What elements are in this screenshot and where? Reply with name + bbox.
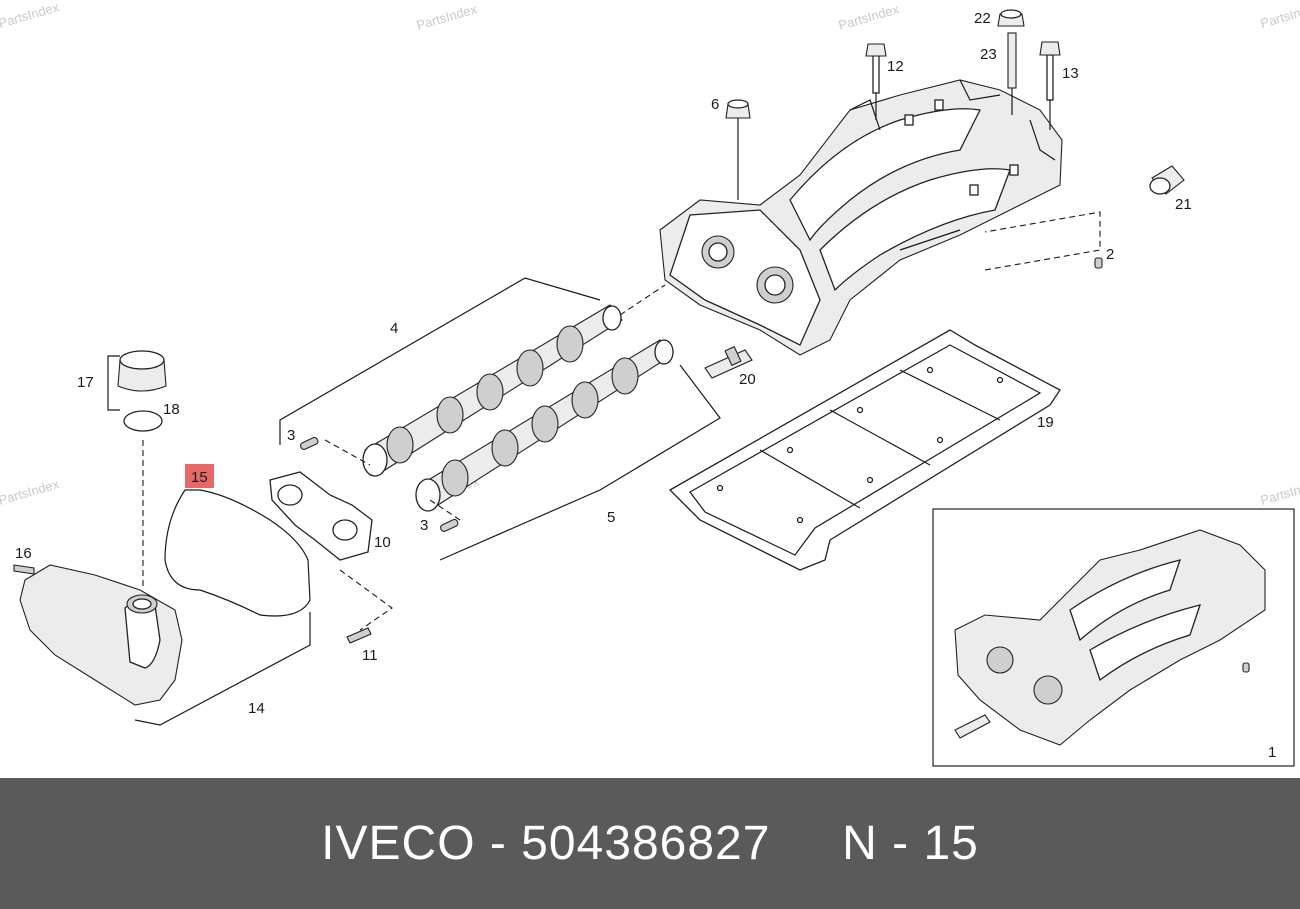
part-3-dowel [440,518,459,532]
callout-23: 23 [980,46,997,63]
callout-10: 10 [374,534,391,551]
callout-4: 4 [390,320,398,337]
part-16-bolt [13,564,35,575]
part-6-cap [725,99,751,200]
leader-line [619,284,666,316]
part-19-gasket [668,329,1061,571]
part-15-gasket [164,489,311,617]
watermark: PartsIndex [1259,0,1300,31]
callout-13: 13 [1062,65,1079,82]
callout-2: 2 [1106,246,1114,263]
leader-line [439,364,721,561]
callout-17: 17 [77,374,94,391]
diagram-drawing: PartsIndex PartsIndex PartsIndex PartsIn… [0,0,1300,767]
callout-21: 21 [1175,196,1192,213]
part-2-plug [1094,257,1103,269]
callout-5: 5 [607,509,615,526]
camshaft-4 [362,304,623,477]
leader-line [339,569,393,631]
leader-line [107,355,120,411]
leader-line [134,612,311,726]
watermark: PartsIndex [837,1,901,33]
callout-19: 19 [1037,414,1054,431]
footer-title: IVECO - 504386827 N - 15 [321,817,979,870]
exploded-parts-diagram: PartsIndex PartsIndex PartsIndex PartsIn… [0,0,1300,767]
watermark: PartsIndex [415,1,479,33]
part-10-gasket [269,471,373,561]
inset-assembly-box [932,508,1295,767]
cylinder-head-cover [659,79,1063,356]
watermark: PartsIndex [0,476,61,508]
part-11-bolt [346,627,372,644]
callout-20: 20 [739,371,756,388]
bolts [865,9,1061,130]
camshaft-5 [415,339,674,512]
callout-6: 6 [711,96,719,113]
callout-1: 1 [1268,744,1276,761]
watermark: PartsIndex [1259,476,1300,508]
callout-3: 3 [420,517,428,534]
callout-16: 16 [15,545,32,562]
leader-line [984,211,1101,271]
watermarks: PartsIndex PartsIndex PartsIndex PartsIn… [0,0,1300,511]
part-3-dowel [300,436,319,450]
callout-12: 12 [887,58,904,75]
watermark: PartsIndex [0,0,61,31]
footer-bar: IVECO - 504386827 N - 15 [0,778,1300,909]
part-20-stud [704,345,753,379]
callout-14: 14 [248,700,265,717]
callout-11: 11 [362,647,378,664]
callout-15-highlight [185,464,214,488]
callout-15: 15 [191,469,208,486]
callout-22: 22 [974,10,991,27]
callout-3: 3 [287,427,295,444]
part-17-cap [117,350,167,392]
callout-18: 18 [163,401,180,418]
leader-line [279,277,601,445]
callout-labels: 1 2 3 3 4 5 6 10 11 12 13 14 16 17 18 19… [15,10,1276,761]
part-21-plug [1149,165,1185,195]
leader-line [429,499,461,521]
part-18-o-ring [123,410,163,432]
leader-line [324,439,371,466]
part-14-cover [19,564,183,706]
